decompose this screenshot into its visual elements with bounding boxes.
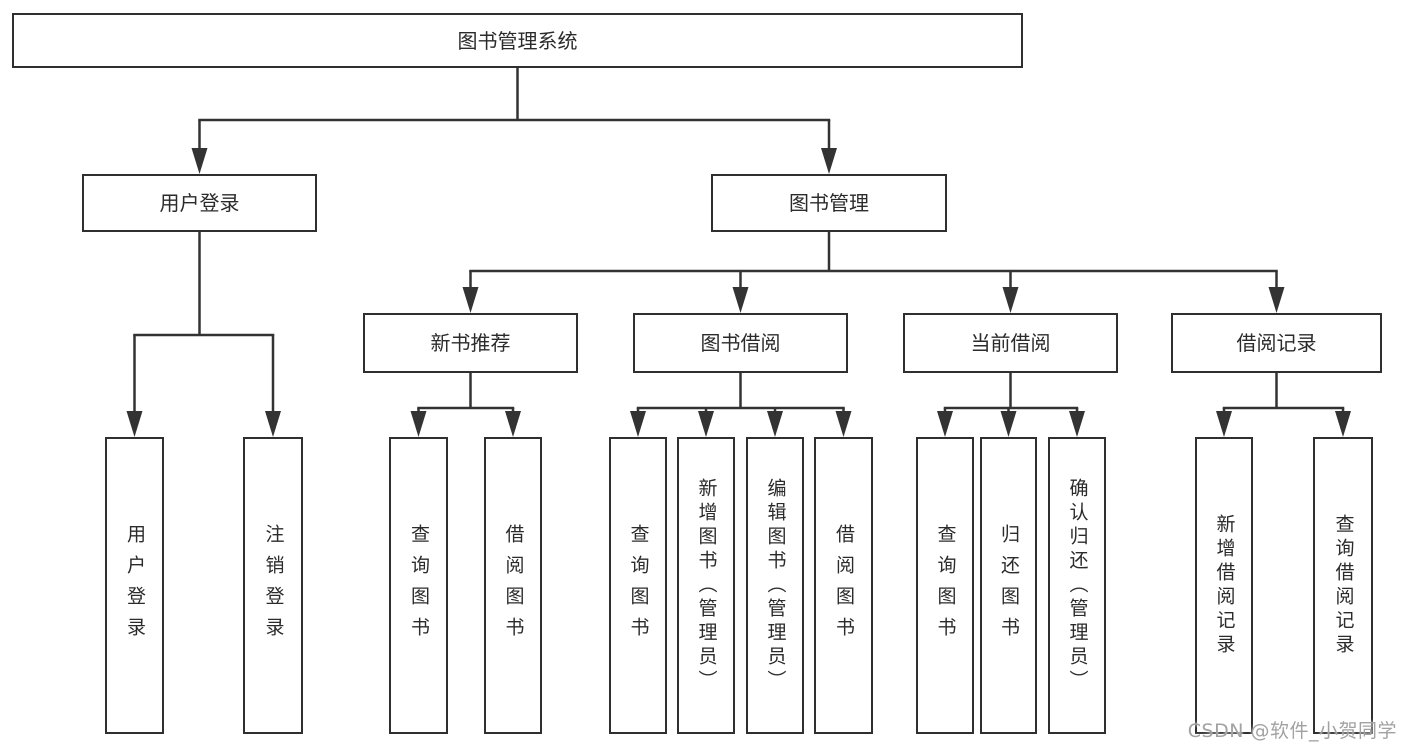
- node-label-leaf-user-login: 用户登录: [124, 523, 146, 648]
- node-label-leaf-bb-add: 新增图书（管理员）: [695, 477, 718, 694]
- node-leaf-bb-edit: 编辑图书（管理员）: [746, 437, 804, 734]
- node-leaf-user-login: 用户登录: [105, 437, 164, 734]
- node-label-leaf-cb-confirm: 确认归还（管理员）: [1066, 477, 1089, 694]
- node-leaf-bb-add: 新增图书（管理员）: [677, 437, 735, 734]
- node-label-leaf-user-logout: 注销登录: [262, 523, 285, 648]
- node-leaf-cb-return: 归还图书: [980, 437, 1037, 734]
- node-root: 图书管理系统: [12, 13, 1023, 68]
- node-label-leaf-br-query: 查询借阅记录: [1332, 513, 1355, 658]
- node-label-leaf-nbr-borrow: 借阅图书: [502, 523, 525, 648]
- node-label-leaf-bb-edit: 编辑图书（管理员）: [764, 477, 787, 694]
- node-leaf-bb-query: 查询图书: [609, 437, 667, 734]
- node-leaf-br-query: 查询借阅记录: [1313, 437, 1373, 734]
- node-leaf-br-add: 新增借阅记录: [1195, 437, 1253, 734]
- node-user-login: 用户登录: [82, 174, 317, 232]
- node-label-book-mgmt: 图书管理: [789, 191, 869, 215]
- node-label-leaf-bb-query: 查询图书: [627, 523, 650, 648]
- node-label-current-borrow: 当前借阅: [970, 331, 1051, 355]
- node-label-root: 图书管理系统: [457, 28, 578, 53]
- node-leaf-nbr-borrow: 借阅图书: [484, 437, 542, 734]
- node-leaf-nbr-query: 查询图书: [389, 437, 448, 734]
- node-label-leaf-bb-borrow: 借阅图书: [833, 523, 855, 648]
- node-label-leaf-br-add: 新增借阅记录: [1213, 513, 1236, 658]
- node-borrow-records: 借阅记录: [1171, 313, 1382, 373]
- node-leaf-cb-query: 查询图书: [916, 437, 974, 734]
- node-label-leaf-cb-return: 归还图书: [998, 523, 1020, 648]
- node-leaf-user-logout: 注销登录: [243, 437, 303, 734]
- node-label-leaf-nbr-query: 查询图书: [408, 523, 430, 648]
- node-label-borrow-records: 借阅记录: [1236, 331, 1317, 355]
- node-book-mgmt: 图书管理: [711, 174, 947, 232]
- node-book-borrow: 图书借阅: [633, 313, 848, 373]
- node-label-book-borrow: 图书借阅: [700, 331, 781, 355]
- node-label-user-login: 用户登录: [159, 191, 240, 215]
- node-leaf-cb-confirm: 确认归还（管理员）: [1048, 437, 1106, 734]
- node-leaf-bb-borrow: 借阅图书: [814, 437, 873, 734]
- node-label-leaf-cb-query: 查询图书: [934, 523, 957, 648]
- node-current-borrow: 当前借阅: [903, 313, 1118, 373]
- node-label-new-book-rec: 新书推荐: [430, 331, 511, 355]
- node-new-book-rec: 新书推荐: [363, 313, 578, 373]
